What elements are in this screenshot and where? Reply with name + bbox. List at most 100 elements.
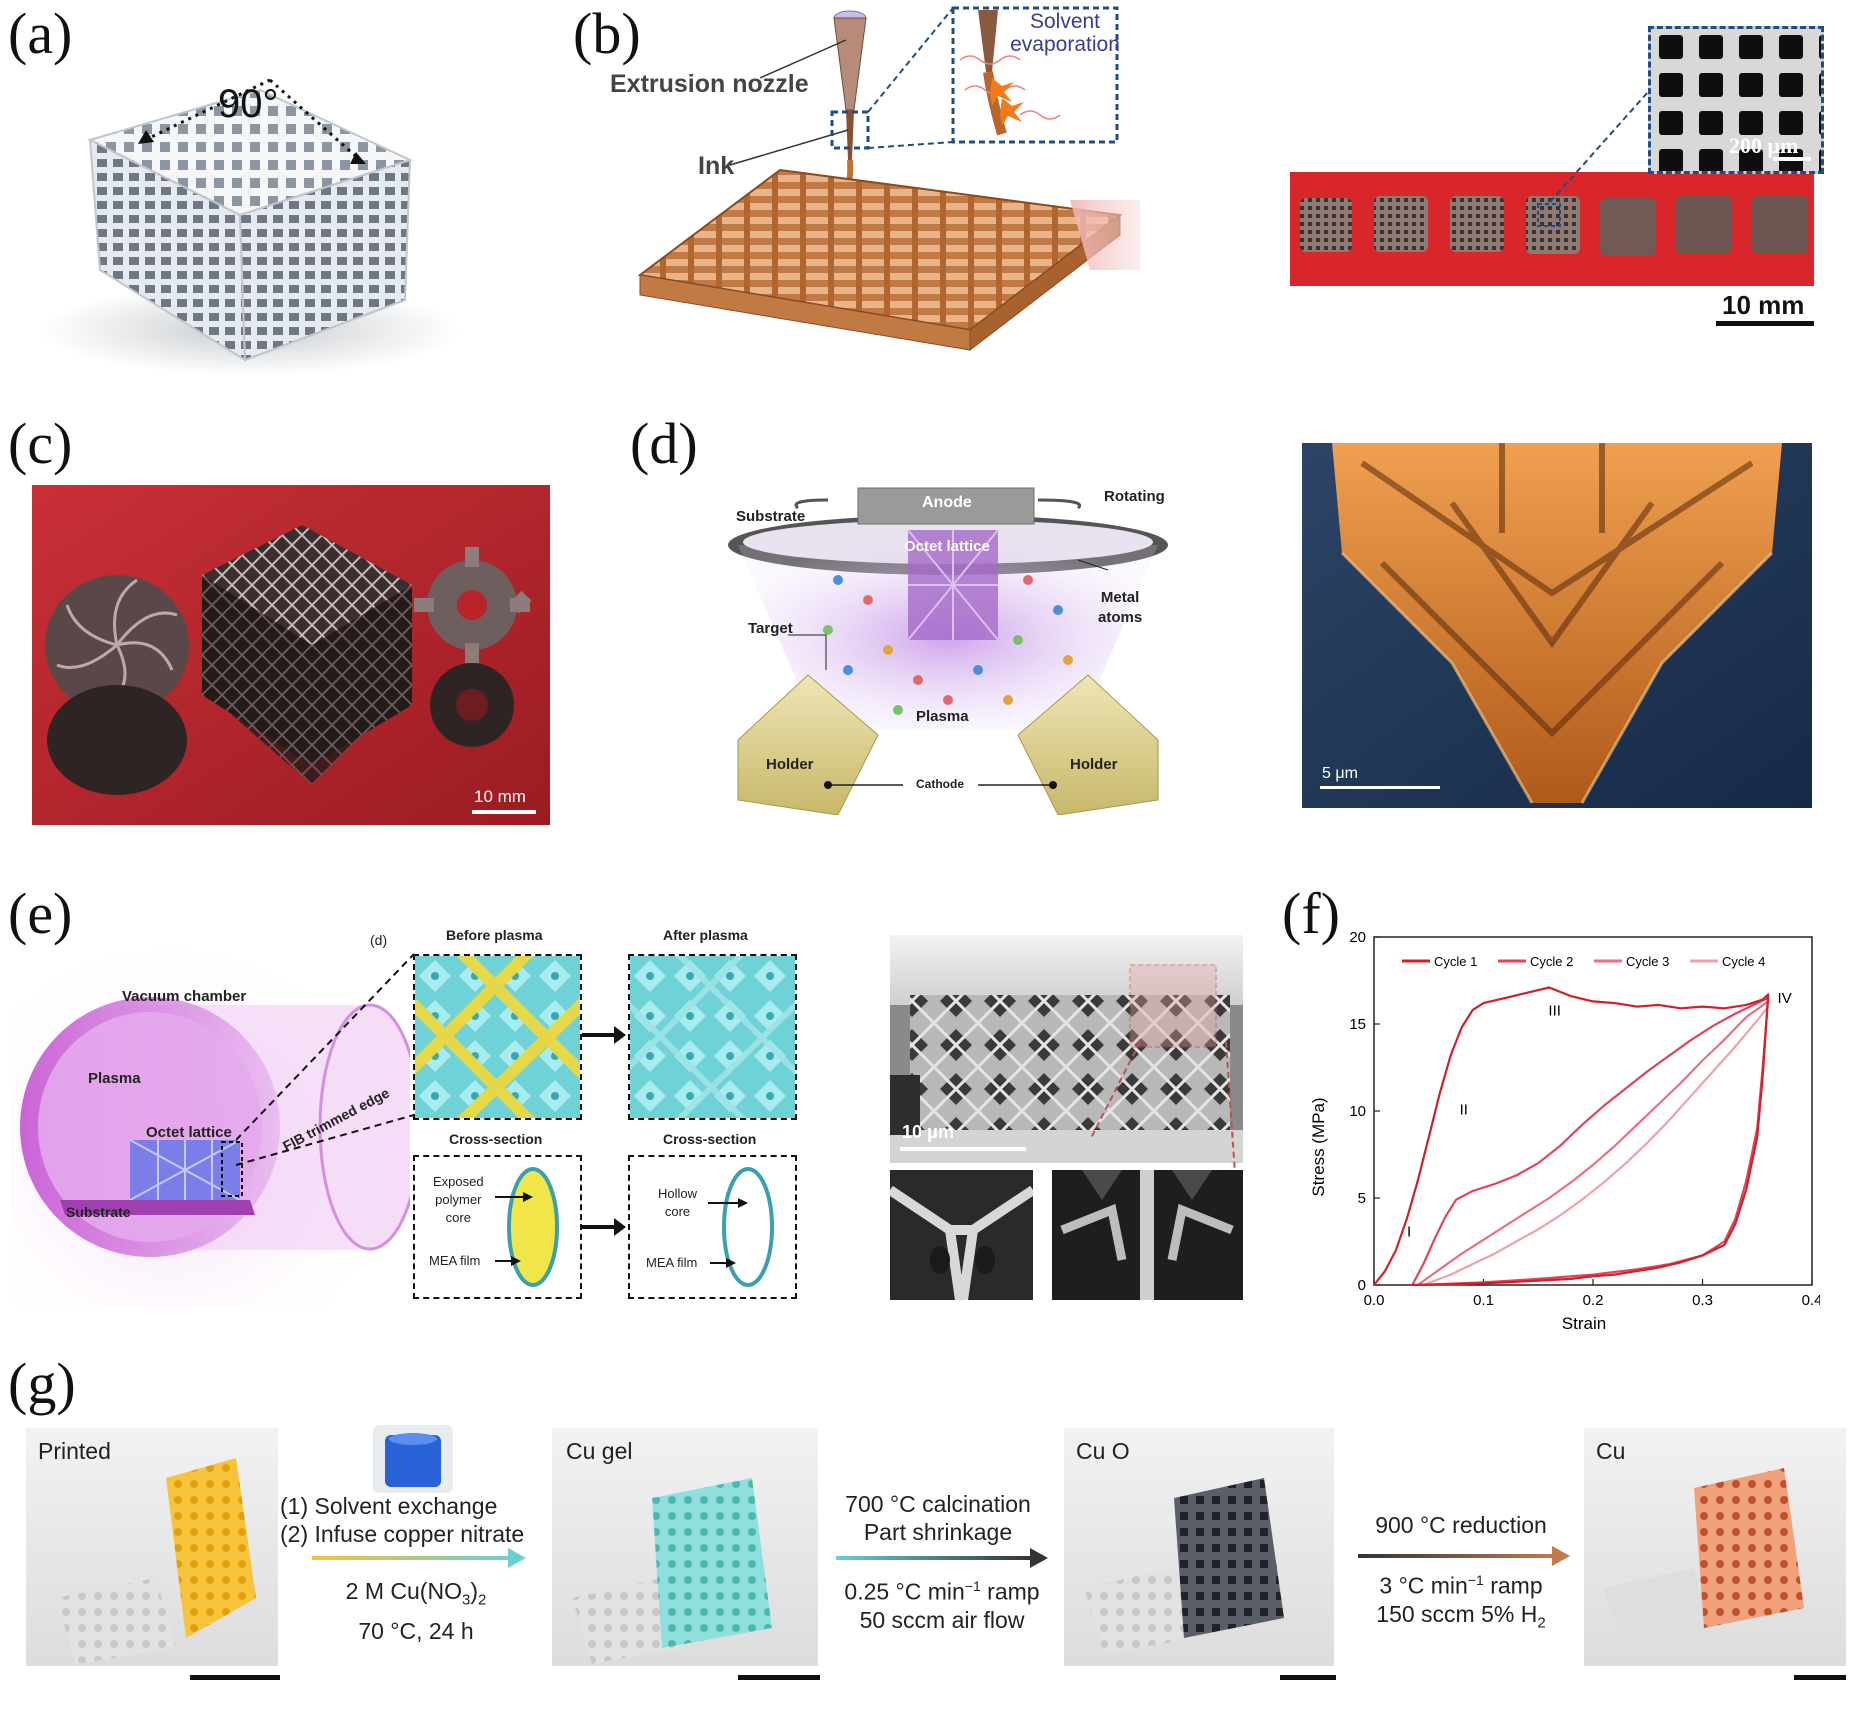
y-tick-label: 5 [1358,1190,1366,1207]
panel-b-scale-label: 10 mm [1722,290,1805,320]
cu-lattice-photo: Cu [1584,1428,1846,1666]
cathode-label: Cathode [916,777,964,791]
substrate-label-e: Substrate [66,1204,131,1220]
panel-d-sem-scale-label: 5 μm [1322,765,1358,782]
mea-film-label-2: MEA film [646,1255,698,1270]
rotating-label: Rotating [1104,488,1165,505]
panel-g-letter: (g) [8,1351,76,1416]
metal-label: Metal [1100,589,1140,606]
mea-film-label-1: MEA film [429,1253,481,1268]
step2-text-bottom: 0.25 °C min−1 ramp 50 sccm air flow [826,1572,1058,1634]
panel-d-sputtering-schematic: Anode Rotating Substrate Octet lattice T… [718,470,1178,816]
legend-label: Cycle 3 [1626,954,1669,969]
region-annotation: IV [1778,990,1792,1007]
exposed-polymer-core-label: Exposed polymer core [433,1173,484,1227]
step1-line1: (1) Solvent exchange [280,1493,498,1519]
step3-arrow-icon [1358,1546,1570,1566]
exposed-label: Exposed [433,1174,484,1189]
panel-e-sem-closeup-2 [1052,1170,1243,1300]
step2-line2: Part shrinkage [863,1519,1013,1545]
cu-gel-scale-bar [738,1675,820,1680]
panel-e-vacuum-chamber: Vacuum chamber Plasma Octet lattice Subs… [10,930,422,1310]
plasma-label-e: Plasma [88,1070,141,1087]
panel-d-sem-scale-bar [1320,786,1440,789]
solvent-evaporation-label: Solvent evaporation [1010,10,1120,56]
panel-c-printed-parts-photo: 10 mm [32,485,550,825]
cu-gel-lattice-photo: Cu gel [552,1428,818,1666]
solvent-label: Solvent [1029,10,1101,33]
copper-nitrate-beaker-photo [373,1425,453,1493]
cross-section-label-2: Cross-section [663,1131,757,1147]
cuo-scale-bar [1280,1675,1336,1680]
octet-lattice-label-e: Octet lattice [146,1124,232,1141]
step1-text-top: (1) Solvent exchange (2) Infuse copper n… [280,1492,524,1548]
step2-line3: 0.25 °C min−1 ramp [844,1578,1040,1605]
hollow-core-label: Hollow core [658,1185,697,1221]
chart-series [1373,986,1770,1287]
legend-label: Cycle 4 [1722,954,1765,969]
panel-a-lattice-render: 90° [30,30,470,380]
arrow-right-icon [582,1026,626,1044]
panel-e-sem-micrograph: 10 μm [890,935,1243,1163]
panel-b-micrograph-inset: 200 μm [1648,26,1824,174]
panel-c-letter: (c) [8,411,73,476]
octet-lattice-label-d: Octet lattice [904,538,990,555]
micro-scale-label: 200 μm [1729,133,1799,158]
series-line-cycle-4 [1422,1005,1770,1287]
anode-label: Anode [922,494,972,511]
chart-legend: Cycle 1 Cycle 2 Cycle 3 Cycle 4 [1402,954,1765,969]
panel-b-printed-cubes-photo [1290,172,1814,286]
holder-right-label: Holder [1070,756,1118,773]
x-tick-label: 0.3 [1692,1292,1713,1309]
evaporation-label: evaporation [1010,33,1120,56]
x-tick-label: 0.0 [1364,1292,1385,1309]
panel-e-sem-scale-bar [900,1147,1026,1151]
atoms-label: atoms [1098,609,1143,626]
micro-scale-bar [1773,157,1811,161]
y-tick-label: 15 [1349,1016,1366,1033]
panel-a-letter: (a) [8,1,73,66]
printed-scale-bar [190,1675,280,1680]
chart-axes [1373,936,1813,1286]
panel-c-scale-bar [472,810,536,814]
step1-arrow-icon [312,1548,526,1568]
series-line-cycle-3 [1417,1000,1769,1286]
legend-label: Cycle 2 [1530,954,1573,969]
step3-text-bottom: 3 °C min−1 ramp 150 sccm 5% H2 [1352,1566,1570,1637]
step2-arrow-icon [836,1548,1048,1568]
panel-e-sem-zoom-lines [1089,1041,1237,1189]
step2-line1: 700 °C calcination [845,1491,1031,1517]
series-line-cycle-2 [1411,996,1770,1287]
y-axis-label: Stress (MPa) [1309,1097,1328,1196]
x-axis-label: Strain [1562,1314,1606,1333]
cuo-lattice-photo: Cu O [1064,1428,1334,1666]
x-tick-label: 0.1 [1473,1292,1494,1309]
panel-b-scale-bar [1716,321,1814,326]
hollow-label: Hollow [658,1186,698,1201]
holder-left-label: Holder [766,756,814,773]
panel-b-printing-schematic: Extrusion nozzle Ink Solvent evaporation [600,0,1140,370]
plasma-label-d: Plasma [916,708,969,725]
printed-lattice-photo: Printed [26,1428,278,1666]
step3-line2: 3 °C min−1 ramp [1379,1572,1543,1599]
plot-frame [1373,936,1813,1286]
panel-e-sem-scale-label: 10 μm [902,1122,955,1142]
panel-e-zoom-lines [236,953,415,1166]
ink-label: Ink [698,152,735,180]
metal-atoms-label: Metal atoms [1098,588,1142,628]
target-label: Target [748,620,793,637]
panel-d-letter: (d) [630,411,698,476]
panel-d-sem-micrograph: 5 μm [1302,443,1812,808]
step3-line1: 900 °C reduction [1375,1512,1547,1538]
after-plasma-label: After plasma [663,927,748,943]
step1-text-bottom: 2 M Cu(NO3)2 70 °C, 24 h [340,1576,492,1646]
legend-label: Cycle 1 [1434,954,1477,969]
stage-printed-label: Printed [38,1438,111,1464]
cross-section-after: Hollow core MEA film [628,1155,797,1299]
vacuum-chamber-label: Vacuum chamber [122,988,247,1005]
y-tick-label: 0 [1358,1277,1366,1294]
region-annotation: III [1548,1002,1561,1019]
